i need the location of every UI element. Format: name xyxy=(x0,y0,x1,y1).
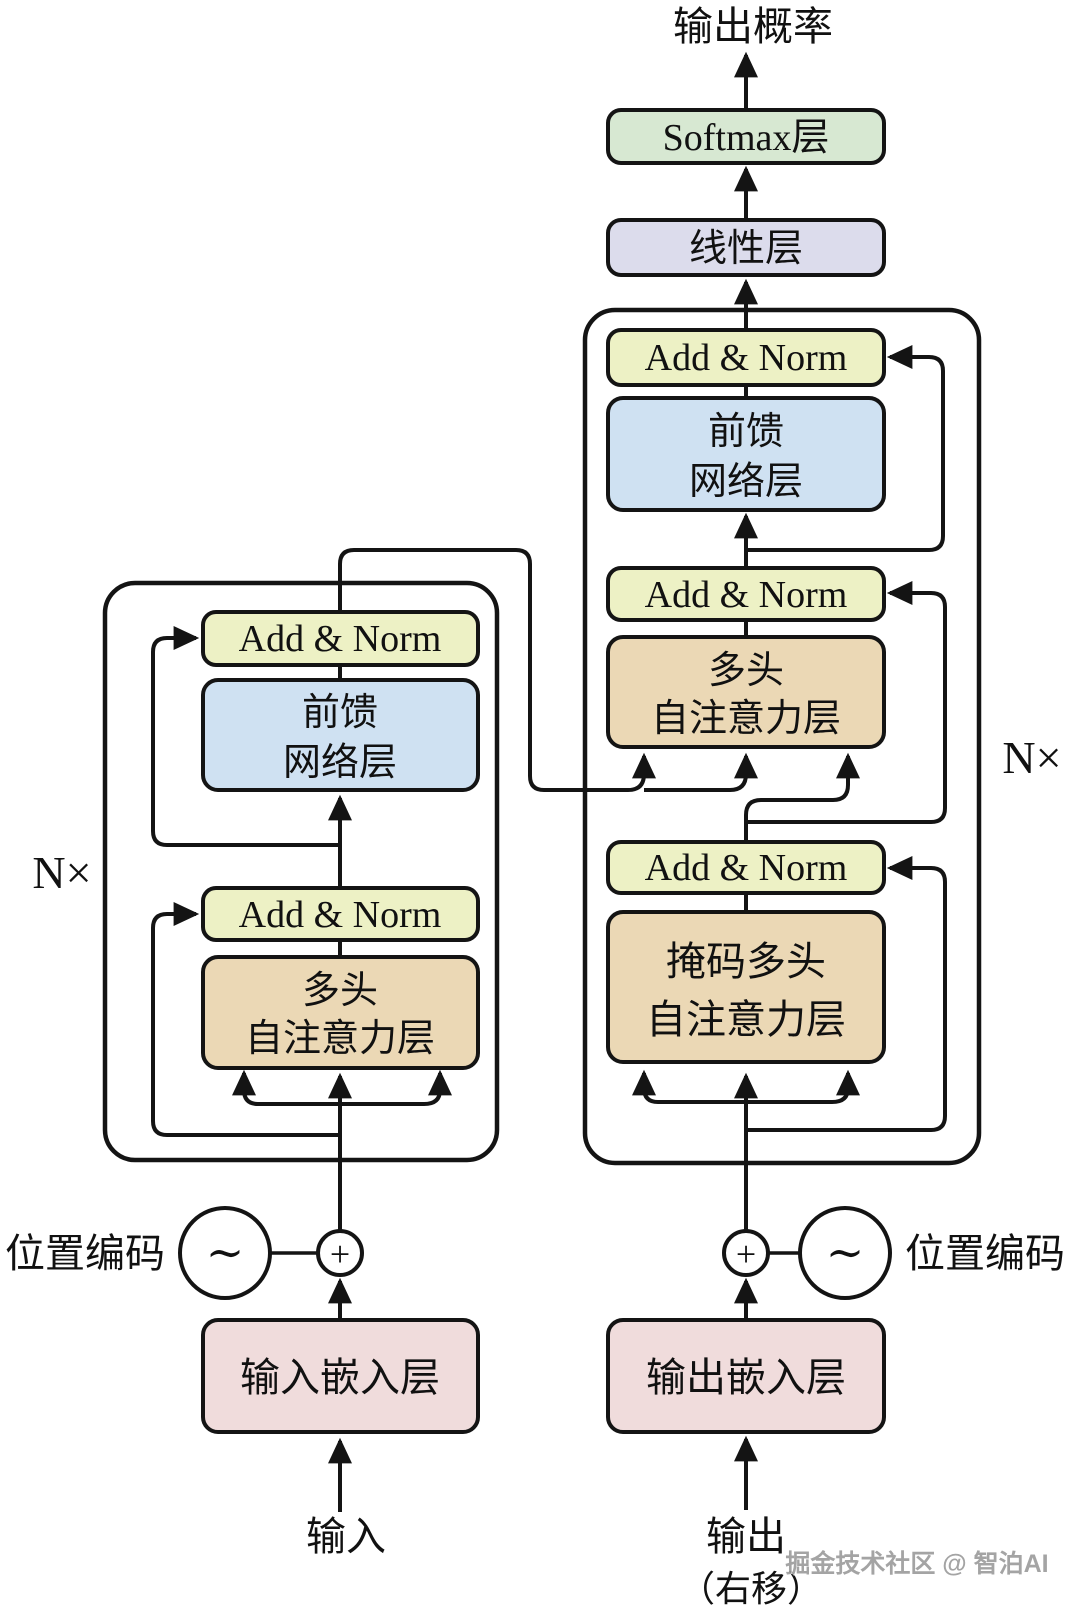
plus-glyph: + xyxy=(736,1234,756,1274)
decoder-cross-attention-residual-connector xyxy=(746,581,947,824)
encoder-attention-box: 多头 自注意力层 xyxy=(201,955,480,1070)
addnorm-label: Add & Norm xyxy=(645,337,848,379)
encoder-feed-arrow-center xyxy=(644,752,758,792)
linear-label: 线性层 xyxy=(689,228,803,270)
decoder-ffn-box: 前馈 网络层 xyxy=(606,396,886,512)
encoder-addnorm-top-box: Add & Norm xyxy=(201,610,480,667)
addnorm-label: Add & Norm xyxy=(239,894,442,936)
decoder-ffn-residual-connector xyxy=(746,345,945,552)
decoder-masked-attention-residual-connector xyxy=(746,856,947,1132)
mha-label-line1: 多头 xyxy=(708,650,784,692)
positional-encoding-right-label: 位置编码 xyxy=(905,1231,1065,1276)
masked-attention-box: 掩码多头 自注意力层 xyxy=(606,910,886,1064)
output-embedding-label: 输出嵌入层 xyxy=(646,1355,846,1400)
mha-label-line2: 自注意力层 xyxy=(245,1018,435,1060)
plus-glyph: + xyxy=(330,1234,350,1274)
encoder-feed-arrow-left xyxy=(627,752,656,792)
output-shifted-label: （右移） xyxy=(679,1569,823,1609)
sine-glyph: ∼ xyxy=(206,1227,245,1278)
positional-encoding-left-label: 位置编码 xyxy=(5,1231,165,1276)
ffn-label-line2: 网络层 xyxy=(283,742,397,784)
addnorm-label: Add & Norm xyxy=(645,847,848,889)
decoder-cross-attention-box: 多头 自注意力层 xyxy=(606,635,886,749)
input-label: 输入 xyxy=(306,1514,386,1559)
ffn-label-line2: 网络层 xyxy=(689,461,803,503)
mha-label-line1: 多头 xyxy=(302,970,378,1012)
masked-mha-label-line1: 掩码多头 xyxy=(666,939,826,984)
encoder-qkv-split xyxy=(242,1073,442,1106)
sine-icon xyxy=(178,1206,272,1300)
masked-mha-label-line2: 自注意力层 xyxy=(646,997,846,1042)
addnorm-label: Add & Norm xyxy=(239,618,442,660)
positional-encoding-left-node: ∼ + xyxy=(178,1206,364,1300)
plus-icon xyxy=(722,1229,770,1277)
plus-icon xyxy=(316,1229,364,1277)
encoder-n-times-label: N× xyxy=(32,847,91,898)
input-embedding-box: 输入嵌入层 xyxy=(201,1318,480,1434)
ffn-label-line1: 前馈 xyxy=(302,692,378,734)
decoder-addnorm-mid-box: Add & Norm xyxy=(606,566,886,622)
positional-encoding-right-node: + ∼ xyxy=(722,1206,892,1300)
encoder-addnorm-bottom-box: Add & Norm xyxy=(201,886,480,942)
mha-label-line2: 自注意力层 xyxy=(651,698,841,740)
output-probabilities-title: 输出概率 xyxy=(673,4,833,49)
sine-glyph: ∼ xyxy=(826,1227,865,1278)
sine-icon xyxy=(798,1206,892,1300)
decoder-query-connector xyxy=(744,752,860,842)
encoder-attention-residual-connector xyxy=(151,902,340,1137)
output-label: 输出 xyxy=(706,1514,786,1559)
decoder-stack-box xyxy=(582,307,982,1166)
encoder-ffn-box: 前馈 网络层 xyxy=(201,678,480,792)
softmax-layer-box: Softmax层 xyxy=(606,108,886,165)
encoder-to-decoder-connector xyxy=(338,548,628,792)
softmax-label: Softmax层 xyxy=(663,117,830,159)
encoder-stack-box xyxy=(102,580,500,1163)
decoder-addnorm-top-box: Add & Norm xyxy=(606,328,886,387)
addnorm-label: Add & Norm xyxy=(645,574,848,616)
watermark: 掘金技术社区 @ 智泊AI xyxy=(785,1549,1048,1578)
ffn-label-line1: 前馈 xyxy=(708,411,784,453)
linear-layer-box: 线性层 xyxy=(606,218,886,277)
input-embedding-label: 输入嵌入层 xyxy=(240,1355,440,1400)
encoder-ffn-residual-connector xyxy=(151,626,340,847)
decoder-n-times-label: N× xyxy=(1002,732,1061,783)
output-embedding-box: 输出嵌入层 xyxy=(606,1318,886,1434)
decoder-addnorm-bottom-box: Add & Norm xyxy=(606,840,886,895)
